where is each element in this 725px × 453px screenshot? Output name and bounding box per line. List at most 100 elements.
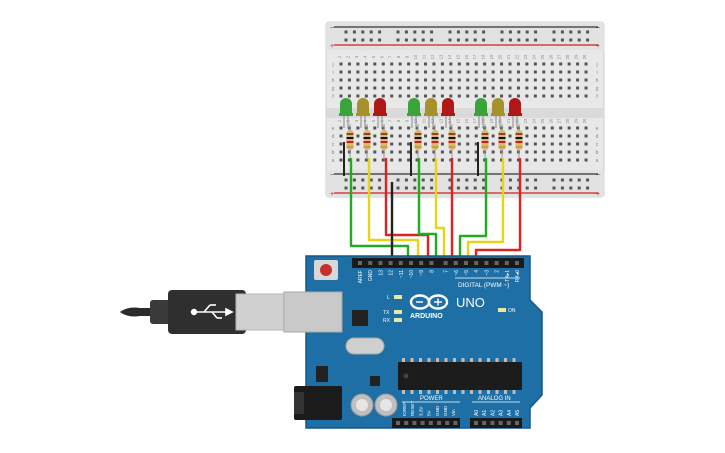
breadboard-hole <box>567 150 571 154</box>
rail-hole <box>352 186 356 190</box>
breadboard-hole <box>491 62 495 66</box>
breadboard-hole <box>516 70 520 74</box>
rail-hole <box>413 38 417 42</box>
resistor-band <box>515 133 523 135</box>
rail-hole <box>525 38 529 42</box>
breadboard-hole <box>390 94 394 98</box>
led-rim <box>407 113 421 116</box>
wire-green-2 <box>417 158 438 264</box>
led-rim <box>441 113 455 116</box>
resistors <box>346 124 523 158</box>
row-letter: b <box>596 150 599 156</box>
breadboard-hole <box>550 134 554 138</box>
digital-pin-label: ~9 <box>419 270 425 276</box>
breadboard-hole <box>407 86 411 90</box>
breadboard-hole <box>550 142 554 146</box>
rail-hole <box>560 186 564 190</box>
digital-pin-label: TX▸1 <box>505 270 511 282</box>
breadboard-hole <box>398 150 402 154</box>
breadboard-hole <box>339 158 343 162</box>
column-number: 17 <box>472 54 477 59</box>
rail-hole <box>404 30 408 34</box>
column-number: 26 <box>548 118 553 123</box>
breadboard-hole <box>491 78 495 82</box>
breadboard-hole <box>559 158 563 162</box>
row-letter: h <box>332 78 335 84</box>
breadboard-hole <box>347 158 351 162</box>
resistor-band <box>380 137 388 139</box>
rail-hole <box>534 30 538 34</box>
chip-notch <box>403 373 409 379</box>
analog-pin-label: A4 <box>507 410 513 416</box>
breadboard-hole <box>449 126 453 130</box>
breadboard-hole <box>398 86 402 90</box>
breadboard-hole <box>356 62 360 66</box>
breadboard-hole <box>584 150 588 154</box>
wire-green-3 <box>458 158 488 264</box>
breadboard-hole <box>525 62 529 66</box>
breadboard-hole <box>474 126 478 130</box>
breadboard-hole <box>508 150 512 154</box>
rail-hole <box>413 178 417 182</box>
led-rim <box>508 113 522 116</box>
breadboard-hole <box>516 158 520 162</box>
breadboard-hole <box>508 62 512 66</box>
breadboard-hole <box>516 150 520 154</box>
column-number: 15 <box>455 118 460 123</box>
breadboard-hole <box>415 62 419 66</box>
rail-hole <box>344 38 348 42</box>
digital-pin-label: RX◂0 <box>515 270 521 282</box>
analog-pin-label: A5 <box>515 410 521 416</box>
header-hole <box>428 421 433 425</box>
column-number: 13 <box>438 118 443 123</box>
breadboard-hole <box>466 70 470 74</box>
rx-led <box>394 318 402 322</box>
breadboard-hole <box>525 94 529 98</box>
column-number: 28 <box>565 118 570 123</box>
breadboard-hole <box>373 150 377 154</box>
breadboard-hole <box>559 62 563 66</box>
column-number: 18 <box>481 54 486 59</box>
reset-button[interactable] <box>320 264 332 276</box>
led-rim <box>356 113 370 116</box>
digital-pin-label: ~11 <box>399 270 405 278</box>
rail-hole <box>465 38 469 42</box>
breadboard-hole <box>339 70 343 74</box>
breadboard-hole <box>542 70 546 74</box>
chip-pin <box>478 358 482 362</box>
chip-pin <box>402 358 405 362</box>
breadboard-hole <box>381 78 385 82</box>
rail-hole <box>473 178 477 182</box>
breadboard-hole <box>373 94 377 98</box>
breadboard-hole <box>398 134 402 138</box>
breadboard-hole <box>525 78 529 82</box>
breadboard-hole <box>567 78 571 82</box>
chip-pin <box>512 358 516 362</box>
chip-pin <box>436 358 439 362</box>
digital-header <box>352 258 524 268</box>
rail-hole <box>421 178 425 182</box>
resistor-band <box>481 133 489 135</box>
power-pin-label: RESET <box>410 400 415 416</box>
breadboard-hole <box>373 62 377 66</box>
breadboard-hole <box>584 126 588 130</box>
breadboard-hole <box>508 94 512 98</box>
rail-hole <box>465 30 469 34</box>
chip-pin <box>410 390 414 394</box>
chip-pin <box>504 390 507 394</box>
breadboard-hole <box>432 62 436 66</box>
breadboard-hole <box>491 126 495 130</box>
breadboard-hole <box>424 94 427 98</box>
breadboard-hole <box>542 86 546 90</box>
header-hole <box>358 261 362 265</box>
rail-hole <box>456 38 460 42</box>
column-number: 27 <box>557 54 562 59</box>
breadboard-hole <box>542 126 546 130</box>
breadboard-hole <box>550 70 554 74</box>
analog-header <box>470 418 522 428</box>
row-letter: b <box>332 150 335 156</box>
header-hole <box>443 261 448 265</box>
resistor-band <box>515 137 523 139</box>
breadboard-hole <box>432 86 436 90</box>
capacitor-1-top <box>356 399 368 411</box>
